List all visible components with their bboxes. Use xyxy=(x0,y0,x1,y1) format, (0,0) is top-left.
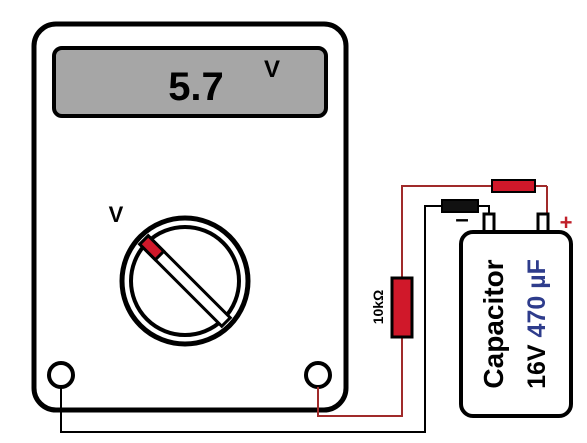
lcd-display: 5.7 V xyxy=(52,46,328,118)
voltage-jack[interactable] xyxy=(304,361,332,389)
red-wire-lower xyxy=(317,337,403,417)
com-jack[interactable] xyxy=(47,361,75,389)
capacitor-body xyxy=(459,230,573,418)
resistor-body xyxy=(390,276,414,339)
svg-text:16V 470: 16V 470 µF xyxy=(523,259,551,389)
red-wire-upper xyxy=(401,185,492,278)
lcd-screen xyxy=(52,46,328,118)
positive-polarity-mark: + xyxy=(560,210,573,235)
capacitor: Capacitor 16V 470 µF – + xyxy=(455,206,573,418)
capacitor-name: Capacitor xyxy=(478,259,509,388)
red-probe xyxy=(491,179,548,216)
dial-pointer xyxy=(137,233,233,329)
dial-pointer-tip xyxy=(137,233,166,262)
multimeter: 5.7 V V xyxy=(31,21,349,413)
dial-range-label: V xyxy=(109,202,124,227)
resistor-label: 10kΩ xyxy=(370,290,386,325)
capacitor-voltage-rating: 16V xyxy=(523,344,551,389)
negative-polarity-mark: – xyxy=(455,206,468,233)
rotary-selector-icon[interactable] xyxy=(119,215,251,347)
capacitor-capacitance-value: 470 xyxy=(523,296,551,338)
black-wire xyxy=(60,205,442,433)
capacitor-rating: 16V 470 µF xyxy=(523,259,551,389)
lcd-reading: 5.7 xyxy=(168,65,224,109)
lcd-unit: V xyxy=(264,56,280,83)
capacitor-capacitance-unit: µF xyxy=(523,259,551,289)
resistor: 10kΩ xyxy=(370,276,414,339)
